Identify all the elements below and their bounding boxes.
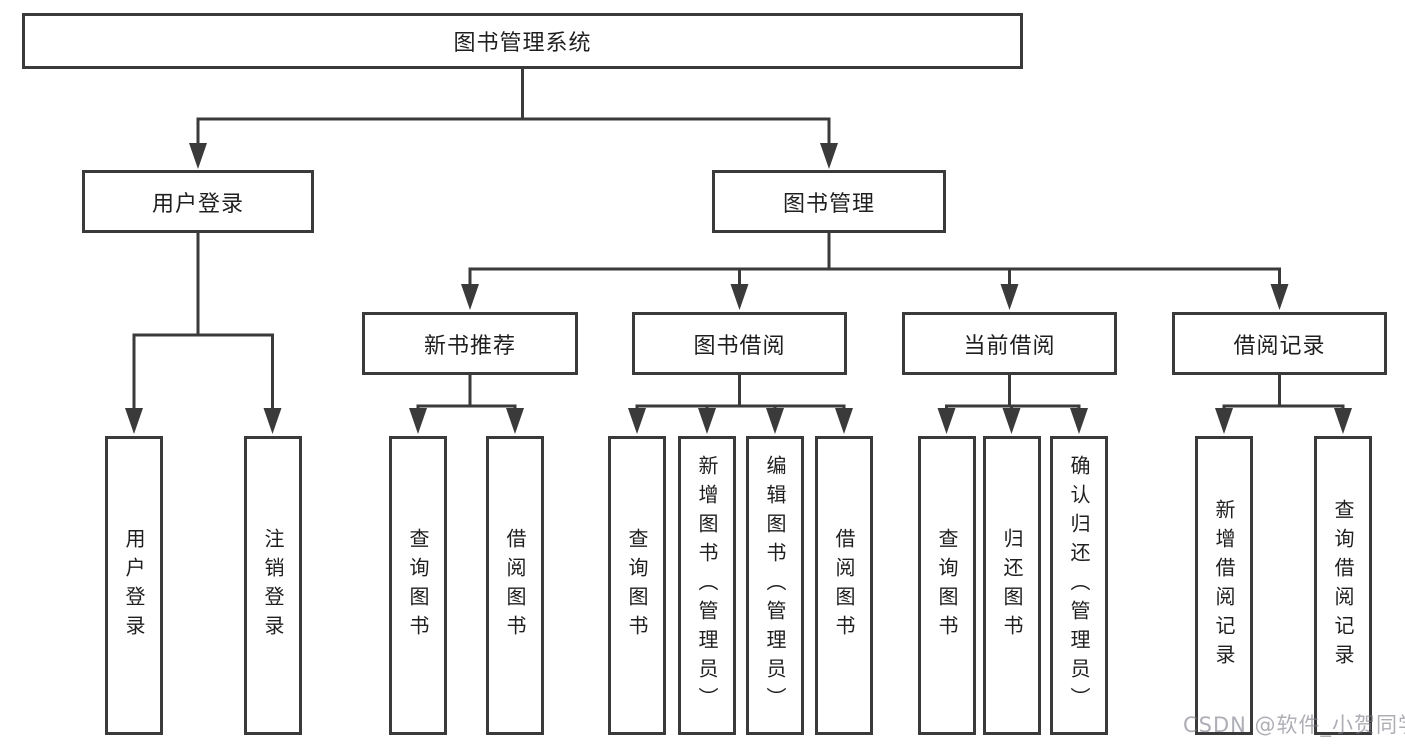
node-label: 新增图书（管理员） — [695, 455, 719, 716]
node-label: 图书管理系统 — [453, 31, 592, 56]
leaf-query-borrow-record: 查询借阅记录 — [1314, 436, 1372, 735]
leaf-query-books-recommend: 查询图书 — [389, 436, 447, 735]
node-borrow-records: 借阅记录 — [1172, 312, 1387, 375]
node-user-login: 用户登录 — [82, 170, 314, 233]
leaf-user-login: 用户登录 — [105, 436, 163, 735]
watermark: CSDN @软件_小贺同学 — [1183, 713, 1405, 737]
node-label: 借阅记录 — [1233, 333, 1326, 359]
leaf-borrow-books: 借阅图书 — [815, 436, 873, 735]
leaf-borrow-books-recommend: 借阅图书 — [486, 436, 544, 735]
node-label: 查询图书 — [406, 527, 430, 644]
node-label: 当前借阅 — [963, 333, 1056, 359]
node-label: 查询图书 — [625, 527, 649, 644]
node-label: 编辑图书（管理员） — [763, 455, 787, 716]
node-label: 用户登录 — [122, 527, 146, 644]
arrowheads — [125, 143, 1352, 434]
leaf-add-borrow-record: 新增借阅记录 — [1195, 436, 1253, 735]
leaf-query-books-borrow: 查询图书 — [608, 436, 666, 735]
node-book-borrow: 图书借阅 — [632, 312, 847, 375]
node-label: 借阅图书 — [503, 527, 527, 644]
node-label: 用户登录 — [151, 191, 244, 217]
node-new-book-recommend: 新书推荐 — [362, 312, 578, 375]
leaf-logout: 注销登录 — [244, 436, 302, 735]
node-current-borrow: 当前借阅 — [902, 312, 1117, 375]
node-library-management-system: 图书管理系统 — [22, 13, 1023, 69]
leaf-add-books-admin: 新增图书（管理员） — [678, 436, 736, 735]
node-label: 注销登录 — [261, 527, 285, 644]
leaf-confirm-return-admin: 确认归还（管理员） — [1050, 436, 1108, 735]
node-label: 图书借阅 — [693, 333, 786, 359]
leaf-edit-books-admin: 编辑图书（管理员） — [746, 436, 804, 735]
node-label: 查询图书 — [935, 527, 959, 644]
leaf-query-books-current: 查询图书 — [918, 436, 976, 735]
node-label: 新增借阅记录 — [1212, 498, 1236, 673]
node-label: 确认归还（管理员） — [1067, 455, 1091, 716]
node-book-management: 图书管理 — [712, 170, 946, 233]
node-label: 图书管理 — [782, 191, 875, 217]
node-label: 查询借阅记录 — [1331, 498, 1355, 673]
node-label: 借阅图书 — [832, 527, 856, 644]
leaf-return-books: 归还图书 — [983, 436, 1041, 735]
node-label: 归还图书 — [1000, 527, 1024, 644]
node-label: 新书推荐 — [423, 333, 516, 359]
